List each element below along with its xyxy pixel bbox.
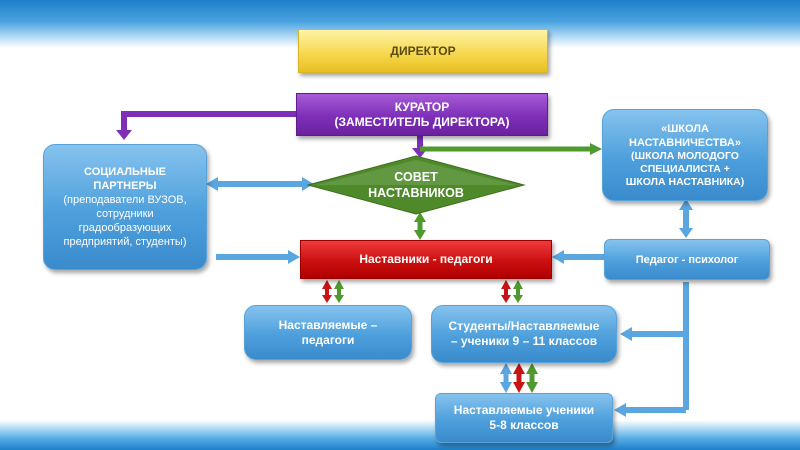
mentees-teachers-line2: педагоги xyxy=(301,332,355,347)
director-box: ДИРЕКТОР xyxy=(298,29,548,73)
arrowhead-right-council xyxy=(302,177,314,191)
arrowhead-students-right xyxy=(620,327,632,341)
students-line2: – ученики 9 – 11 классов xyxy=(450,334,598,348)
school-line4: СПЕЦИАЛИСТА + xyxy=(640,162,730,175)
arrowhead-school xyxy=(590,143,602,155)
arrowhead-red-up-1 xyxy=(322,280,332,289)
pupils-line1: Наставляемые ученики xyxy=(453,403,595,417)
council-label: СОВЕТ НАСТАВНИКОВ xyxy=(318,160,514,210)
curator-title: КУРАТОР xyxy=(394,99,450,114)
arrowhead-council-up xyxy=(414,212,426,222)
partners-desc2: сотрудники xyxy=(96,208,154,220)
pupils-line2: 5-8 классов xyxy=(489,418,559,432)
school-line3: (ШКОЛА МОЛОДОГО xyxy=(631,149,739,162)
school-box: «ШКОЛА НАСТАВНИЧЕСТВА» (ШКОЛА МОЛОДОГО С… xyxy=(602,109,768,201)
mentees-teachers-line1: Наставляемые – xyxy=(278,317,378,332)
school-line5: ШКОЛА НАСТАВНИКА) xyxy=(625,175,745,188)
school-line2: НАСТАВНИЧЕСТВА» xyxy=(629,136,741,149)
curator-subtitle: (ЗАМЕСТИТЕЛЬ ДИРЕКТОРА) xyxy=(334,114,510,129)
students-box: Студенты/Наставляемые – ученики 9 – 11 к… xyxy=(431,305,617,363)
council-line2: НАСТАВНИКОВ xyxy=(368,186,464,200)
partners-box: СОЦИАЛЬНЫЕ ПАРТНЕРЫ (преподаватели ВУЗОВ… xyxy=(43,144,207,270)
arrowhead-mentors-left xyxy=(288,250,300,264)
psychologist-label: Педагог - психолог xyxy=(635,253,739,266)
mentors-label: Наставники - педагоги xyxy=(359,252,493,266)
council-diamond xyxy=(306,155,526,215)
partners-title1: СОЦИАЛЬНЫЕ xyxy=(84,166,166,178)
arrowhead-mentors-down xyxy=(414,230,426,240)
mentors-box: Наставники - педагоги xyxy=(300,240,552,279)
partners-title2: ПАРТНЕРЫ xyxy=(93,180,157,192)
director-label: ДИРЕКТОР xyxy=(390,43,456,58)
arrowhead-partners xyxy=(116,130,132,140)
mentees-teachers-box: Наставляемые – педагоги xyxy=(244,305,412,360)
partners-desc1: (преподаватели ВУЗОВ, xyxy=(63,194,187,206)
school-line1: «ШКОЛА xyxy=(661,122,709,135)
arrowhead-red-down-1 xyxy=(322,295,332,303)
arrow-curator-to-partners xyxy=(121,111,296,132)
council-line1: СОВЕТ xyxy=(394,170,438,184)
footer-band xyxy=(0,420,800,450)
arrowhead-school-up xyxy=(679,199,693,210)
partners-desc4: предприятий, студенты) xyxy=(63,236,187,248)
arrowhead-mentors-right xyxy=(552,250,564,264)
arrowhead-pupils-right xyxy=(614,403,626,417)
students-line1: Студенты/Наставляемые xyxy=(448,319,600,333)
partners-desc3: градообразующих xyxy=(78,222,172,234)
curator-box: КУРАТОР (ЗАМЕСТИТЕЛЬ ДИРЕКТОРА) xyxy=(296,93,548,136)
arrowhead-psych-down xyxy=(679,228,693,238)
psychologist-box: Педагог - психолог xyxy=(604,239,770,280)
pupils-box: Наставляемые ученики 5-8 классов xyxy=(435,393,613,443)
arrowhead-left-partners xyxy=(206,177,218,191)
